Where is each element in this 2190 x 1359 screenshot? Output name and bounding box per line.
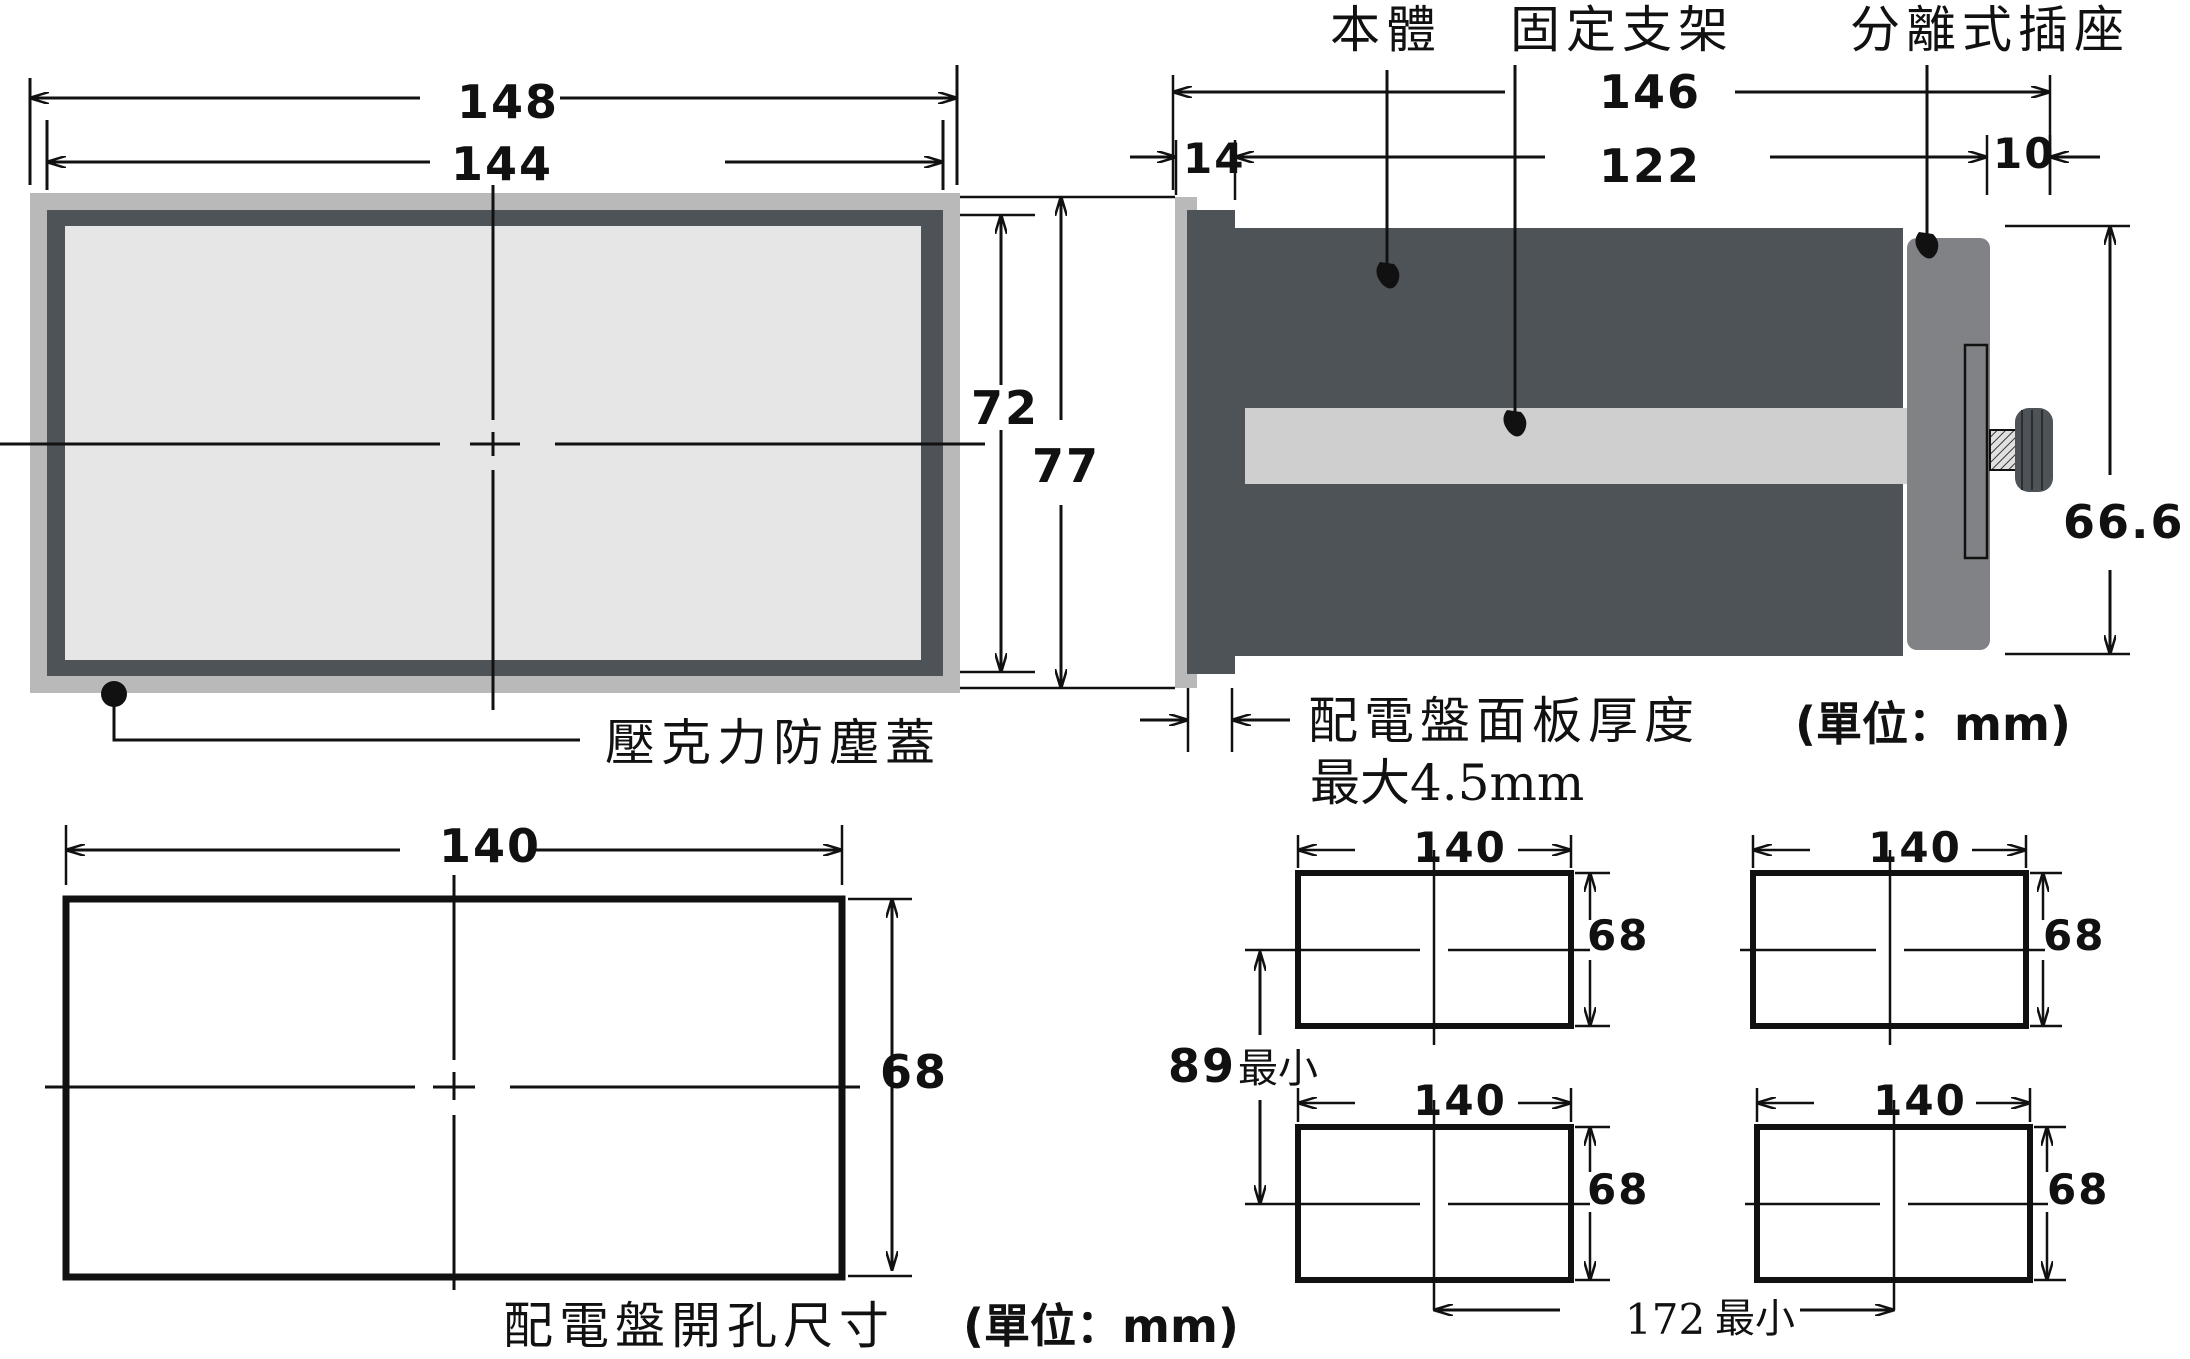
panel-thickness: 配電盤面板厚度 最大4.5mm (單位：mm) bbox=[1140, 688, 2071, 812]
dim-144: 144 bbox=[45, 120, 945, 191]
cutout-center-lines bbox=[45, 875, 860, 1290]
mount-cell-4: 140 68 bbox=[1745, 1076, 2109, 1310]
side-bezel-dark bbox=[1187, 210, 1235, 674]
dim-77-label: 77 bbox=[1032, 439, 1100, 493]
fixing-bracket bbox=[1245, 408, 1990, 484]
dim-72-label: 72 bbox=[971, 381, 1039, 435]
dim-144-label: 144 bbox=[451, 137, 553, 191]
cutout-caption: 配電盤開孔尺寸 bbox=[503, 1297, 895, 1354]
mount-cell-height-label: 68 bbox=[1587, 1165, 1649, 1214]
mount-cell-1: 140 68 bbox=[1245, 823, 1649, 1045]
dim-148: 148 bbox=[28, 65, 959, 185]
dim-10-label: 10 bbox=[1993, 129, 2055, 178]
side-view: 本體 固定支架 分離式插座 146 14 bbox=[1130, 1, 2185, 812]
dim-122: 122 bbox=[1235, 135, 1989, 195]
mount-cell-height-label: 68 bbox=[1587, 911, 1649, 960]
label-bracket-text: 固定支架 bbox=[1510, 1, 1734, 59]
dim-122-label: 122 bbox=[1599, 139, 1701, 193]
front-view: 148 144 72 77 壓克力防塵蓋 bbox=[0, 65, 1175, 772]
vertical-pitch: 89 最小 bbox=[1168, 952, 1318, 1204]
horizontal-pitch-value: 172 bbox=[1625, 1295, 1705, 1344]
side-unit-label: (單位：mm) bbox=[1795, 697, 2071, 751]
leader-hook-icon bbox=[1503, 410, 1527, 437]
vertical-pitch-value: 89 bbox=[1168, 1039, 1236, 1093]
horizontal-pitch: 172 最小 bbox=[1434, 1295, 1894, 1344]
multi-mount: 140 68 140 68 bbox=[1168, 823, 2109, 1344]
dim-72: 72 bbox=[960, 213, 1039, 674]
dim-77: 77 bbox=[960, 195, 1175, 690]
dim-146: 146 bbox=[1171, 65, 2052, 195]
cutout-unit-label: (單位：mm) bbox=[963, 1299, 1239, 1353]
leader-hook-icon bbox=[1915, 232, 1939, 259]
label-bracket: 固定支架 bbox=[1503, 1, 1734, 437]
dim-148-label: 148 bbox=[457, 75, 559, 129]
acrylic-cover-leader: 壓克力防塵蓋 bbox=[101, 681, 941, 772]
cutout-dim-140: 140 bbox=[64, 819, 844, 885]
socket-plate bbox=[1963, 343, 1989, 560]
label-socket-text: 分離式插座 bbox=[1850, 1, 2130, 59]
dim-14-label: 14 bbox=[1183, 134, 1245, 183]
horizontal-pitch-suffix: 最小 bbox=[1715, 1296, 1795, 1342]
bracket-screw-thread bbox=[1989, 429, 2019, 471]
label-body-text: 本體 bbox=[1330, 1, 1442, 59]
knob-grip-lines bbox=[2021, 410, 2043, 490]
acrylic-cover-label: 壓克力防塵蓋 bbox=[605, 714, 941, 772]
mount-cell-3: 140 68 bbox=[1245, 1076, 1649, 1310]
bracket-screw-knob bbox=[2015, 408, 2053, 492]
panel-cutout: 140 68 配電盤開孔尺寸 (單位：mm) bbox=[45, 819, 1239, 1355]
panel-thickness-max: 最大4.5mm bbox=[1310, 754, 1584, 812]
dim-66-6: 66.6 bbox=[2005, 224, 2185, 656]
mount-cell-width-label: 140 bbox=[1413, 1076, 1507, 1125]
vertical-pitch-suffix: 最小 bbox=[1238, 1046, 1318, 1092]
mount-cell-2: 140 68 bbox=[1740, 823, 2105, 1045]
dim-10: 10 bbox=[1993, 129, 2100, 195]
dim-14: 14 bbox=[1130, 134, 1245, 200]
cutout-dim-68: 68 bbox=[848, 897, 948, 1278]
dim-146-label: 146 bbox=[1599, 65, 1701, 119]
label-socket: 分離式插座 bbox=[1850, 1, 2130, 259]
mount-cell-height-label: 68 bbox=[2043, 911, 2105, 960]
label-body: 本體 bbox=[1330, 1, 1442, 289]
cutout-dim-140-label: 140 bbox=[439, 819, 541, 873]
front-center-lines bbox=[0, 185, 985, 710]
mount-cell-width-label: 140 bbox=[1413, 823, 1507, 872]
leader-hook-icon bbox=[1376, 262, 1400, 289]
cutout-dim-68-label: 68 bbox=[880, 1045, 948, 1099]
mount-cell-height-label: 68 bbox=[2047, 1165, 2109, 1214]
mount-cell-width-label: 140 bbox=[1868, 823, 1962, 872]
panel-thickness-label: 配電盤面板厚度 bbox=[1308, 692, 1700, 750]
dim-66-6-label: 66.6 bbox=[2063, 495, 2185, 549]
mount-cell-width-label: 140 bbox=[1873, 1076, 1967, 1125]
